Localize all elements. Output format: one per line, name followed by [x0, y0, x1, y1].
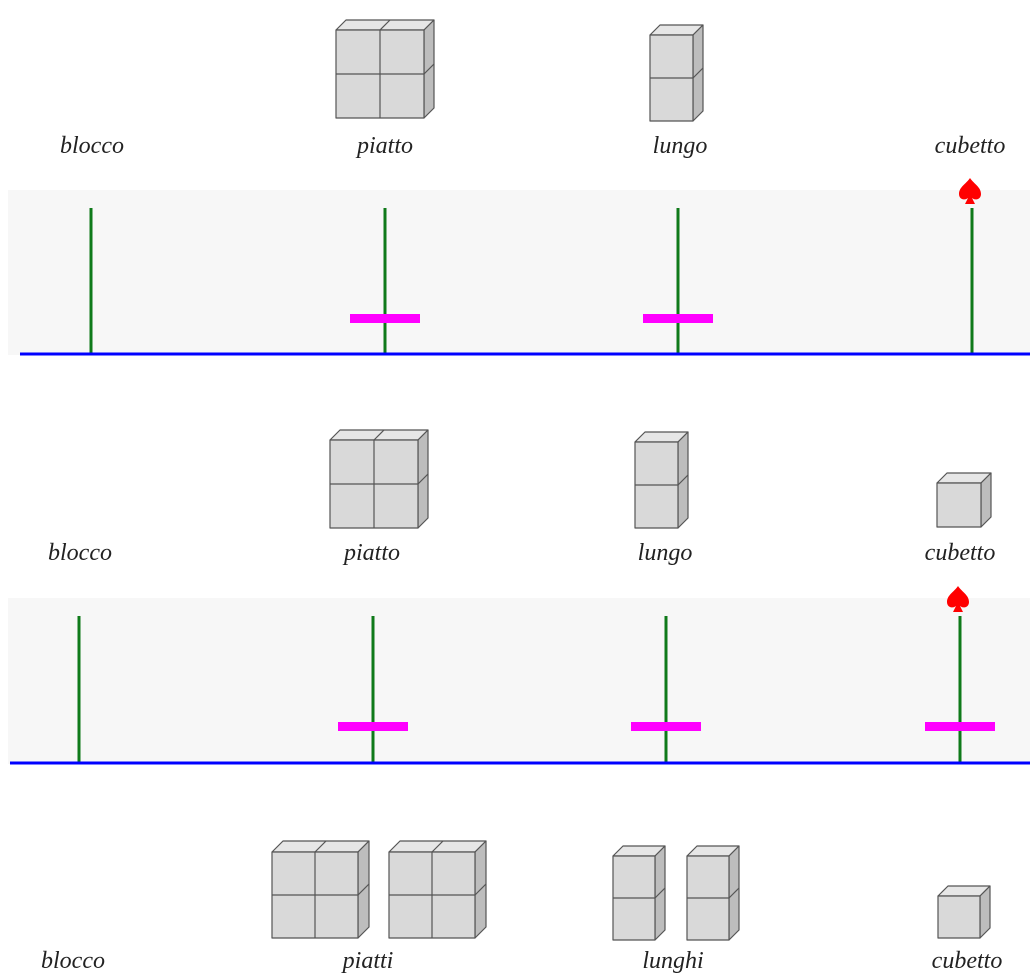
row-2-label-lungo: lungo	[638, 540, 693, 566]
row-2-icons	[329, 429, 992, 529]
row-2-bead-cubetto	[925, 722, 995, 731]
row-3-label-lunghi: lunghi	[642, 948, 703, 974]
row-1-label-lungo: lungo	[653, 133, 708, 159]
row-1-bead-lungo	[643, 314, 713, 323]
row-1-bead-piatto	[350, 314, 420, 323]
row-1-label-blocco: blocco	[60, 133, 124, 159]
cube-grid-line	[474, 883, 487, 896]
row-1-label-piatto: piatto	[355, 133, 413, 159]
row-1-abacus	[20, 178, 1030, 356]
cube-grid-line	[692, 67, 704, 79]
row-3-label-cubetto: cubetto	[932, 948, 1003, 974]
row-1-icons	[335, 19, 704, 122]
row-1-icon-piatto	[335, 19, 435, 119]
row-1-icon-lungo	[649, 24, 704, 122]
row-1-label-cubetto: cubetto	[935, 133, 1006, 159]
abacus-panel-1	[8, 190, 1030, 355]
row-2-label-piatto: piatto	[342, 540, 400, 566]
row-1-spade-marker	[959, 178, 981, 204]
cube-grid-line	[431, 840, 444, 853]
row-2-icon-cubetto	[936, 472, 992, 528]
cube-grid-line	[379, 19, 391, 31]
cube-grid-line	[654, 887, 666, 899]
cube-side-face	[980, 472, 992, 528]
row-2-spade-marker	[947, 586, 969, 612]
cube-grid-line	[677, 474, 689, 486]
abacus-panel-2	[8, 598, 1030, 764]
cube-front-face	[936, 482, 982, 528]
row-3-icon-cubetto	[937, 885, 991, 939]
row-2-abacus	[10, 586, 1030, 765]
row-2-bead-lungo	[631, 722, 701, 731]
cube-grid-line	[423, 63, 435, 75]
row-2-icon-piatto	[329, 429, 429, 529]
cube-grid-line	[357, 883, 370, 896]
row-3-icon-lunghi	[612, 845, 740, 941]
row-2-label-cubetto: cubetto	[925, 540, 996, 566]
cube-front-face	[937, 895, 981, 939]
row-3-icons	[271, 840, 991, 941]
row-3-label-blocco: blocco	[41, 948, 105, 974]
row-2-icon-lungo	[634, 431, 689, 529]
cube-grid-line	[417, 473, 429, 485]
row-2-label-blocco: blocco	[48, 540, 112, 566]
cube-grid-line	[728, 887, 740, 899]
cube-side-face	[979, 885, 991, 939]
cube-grid-line	[373, 429, 385, 441]
cube-grid-line	[314, 840, 327, 853]
row-3-label-piatti: piatti	[341, 948, 394, 974]
row-3-icon-piatti	[271, 840, 487, 939]
row-2-bead-piatto	[338, 722, 408, 731]
